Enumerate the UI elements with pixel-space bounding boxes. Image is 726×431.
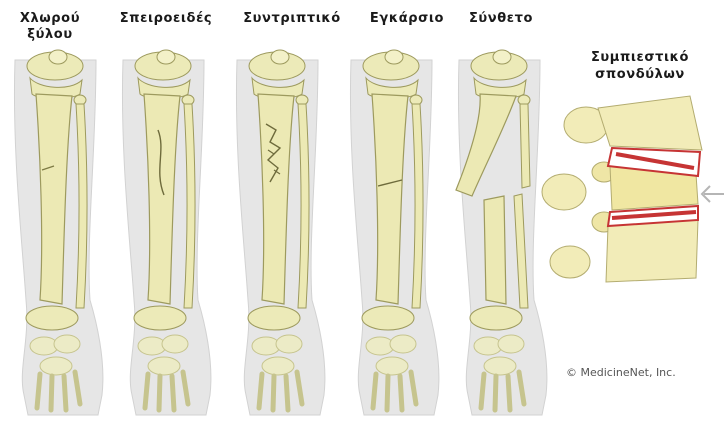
compression-label-line1: Συμπιεστικό: [580, 49, 700, 66]
compression-label: Συμπιεστικό σπονδύλων: [580, 49, 700, 83]
spiral-leg: [122, 50, 210, 415]
compound-label: Σύνθετο: [456, 11, 546, 27]
greenstick-label-line2: ξύλου: [4, 27, 96, 43]
comminuted-leg: [236, 50, 324, 415]
transverse-label: Εγκάρσιο: [356, 11, 458, 27]
copyright-credit: © MedicineNet, Inc.: [566, 366, 676, 379]
greenstick-label-line1: Χλωρού: [4, 11, 96, 27]
compound-leg: [456, 50, 547, 415]
compression-label-line2: σπονδύλων: [580, 66, 700, 83]
spiral-label: Σπειροειδές: [108, 11, 224, 27]
greenstick-leg: [14, 50, 102, 415]
compression-arrow-icon: [702, 186, 724, 202]
vertebra-illustration: [542, 96, 702, 282]
comminuted-label: Συντριπτικό: [230, 11, 354, 27]
transverse-leg: [350, 50, 438, 415]
greenstick-label: Χλωρού ξύλου: [4, 11, 96, 43]
